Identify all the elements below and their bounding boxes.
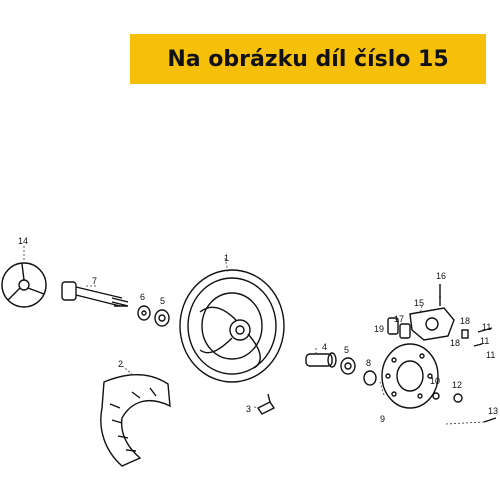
label-part-11a: 11 [482, 322, 491, 332]
collar-drawing [305, 352, 337, 368]
label-part-7: 7 [92, 276, 97, 286]
label-part-10: 10 [430, 376, 440, 386]
label-part-13: 13 [488, 406, 498, 416]
clip-drawing-18 [461, 329, 469, 339]
nut-drawing-10 [432, 392, 440, 400]
brake-disc-drawing [381, 343, 439, 409]
bolt-drawing-11b [473, 343, 483, 347]
label-part-19: 19 [374, 324, 384, 334]
brake-pads-drawing [387, 317, 411, 339]
label-part-8: 8 [366, 358, 371, 368]
label-part-11b: 11 [480, 336, 489, 346]
label-part-14: 14 [18, 236, 28, 246]
bolt-drawing-13 [483, 417, 497, 423]
valve-drawing [256, 393, 276, 415]
label-part-16: 16 [436, 271, 446, 281]
spacer-drawing-8 [363, 370, 377, 386]
label-part-18a: 18 [460, 316, 470, 326]
label-part-18b: 18 [450, 338, 460, 348]
label-part-1: 1 [224, 253, 229, 263]
label-part-5-left: 5 [160, 296, 165, 306]
label-part-17: 17 [394, 314, 404, 324]
nut-drawing-12 [453, 393, 463, 403]
tire-drawing [100, 374, 171, 467]
label-part-2: 2 [118, 359, 123, 369]
label-part-15: 15 [414, 298, 424, 308]
bearing-drawing-5-left [154, 309, 170, 327]
label-part-12: 12 [452, 380, 462, 390]
bearing-drawing-5-right [340, 357, 356, 375]
wheel-cover-drawing [1, 262, 47, 308]
label-part-3: 3 [246, 404, 251, 414]
part-highlight-banner: Na obrázku díl číslo 15 [130, 34, 486, 84]
banner-text: Na obrázku díl číslo 15 [167, 46, 449, 72]
label-part-6: 6 [140, 292, 145, 302]
label-part-4: 4 [322, 342, 327, 352]
spacer-drawing-6 [137, 305, 151, 321]
label-part-5-right: 5 [344, 345, 349, 355]
axle-drawing [61, 281, 129, 307]
wheel-rim-drawing [179, 269, 285, 383]
bolt-drawing-11a [477, 327, 493, 333]
label-part-11c: 11 [486, 350, 495, 360]
label-part-9: 9 [380, 414, 385, 424]
